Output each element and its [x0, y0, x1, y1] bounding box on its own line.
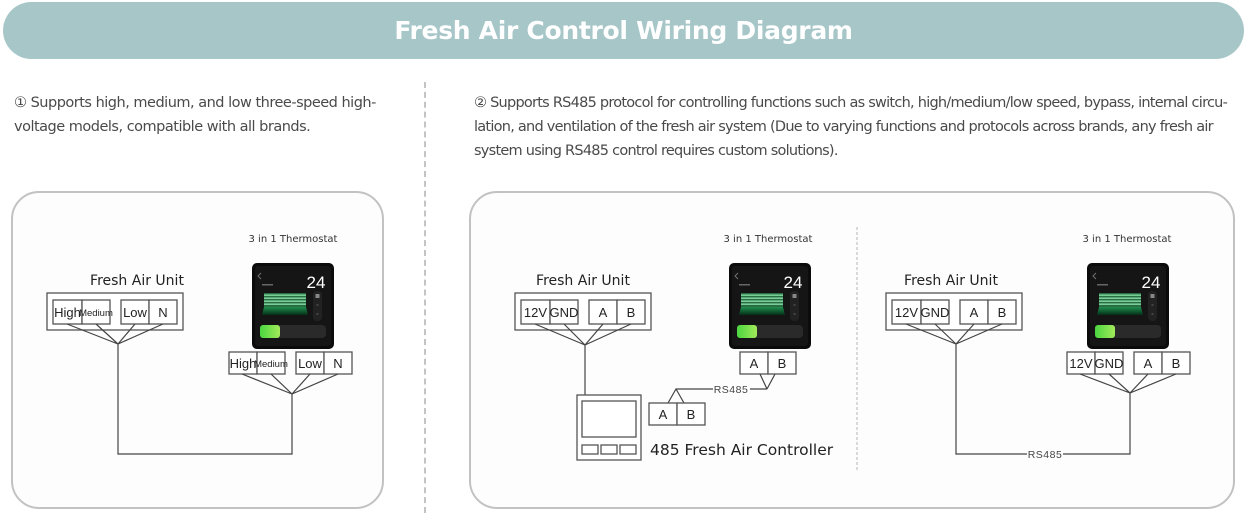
thermostat-temperature: 24	[784, 273, 803, 292]
fresh-air-controller	[576, 394, 642, 461]
unit-wire-fanout	[66, 323, 164, 345]
terminal-label: Low	[298, 356, 322, 371]
thermostat-device: 24	[729, 263, 811, 349]
diagram-high-voltage: Fresh Air Unit High Medium Low N 3 in 1 …	[46, 234, 353, 455]
description-high-voltage: ① Supports high, medium, and low three-s…	[14, 95, 376, 135]
terminal-label: B	[1172, 356, 1181, 371]
terminal-label: A	[659, 407, 668, 422]
terminal-medium	[81, 299, 111, 325]
terminal-b	[987, 299, 1017, 325]
terminal-label: B	[998, 305, 1007, 320]
terminal-label: 12V	[1069, 356, 1092, 371]
fresh-air-unit-label: Fresh Air Unit	[536, 273, 630, 289]
fresh-air-unit-label: Fresh Air Unit	[904, 273, 998, 289]
terminal-gnd	[549, 299, 579, 325]
thermostat-label: 3 in 1 Thermostat	[1083, 234, 1172, 245]
thermostat-label: 3 in 1 Thermostat	[249, 234, 338, 245]
terminal-label: High	[230, 356, 257, 371]
thermostat-terminals: High Medium Low N	[228, 351, 353, 375]
terminal-label: N	[158, 305, 167, 320]
terminal-label: A	[599, 305, 608, 320]
rs485-bus-wire	[667, 388, 713, 404]
diagram-rs485-controller: Fresh Air Unit 12V GND A B 3 in 1 Thermo…	[514, 234, 834, 461]
terminal-gnd	[920, 299, 950, 325]
thermostat-temperature: 24	[1142, 273, 1161, 292]
fan-speed-bar	[260, 325, 280, 338]
terminal-high	[52, 299, 83, 325]
connection-wire	[117, 344, 293, 455]
page-title: Fresh Air Control Wiring Diagram	[394, 16, 853, 45]
terminal-label: Medium	[254, 359, 288, 370]
title-banner: Fresh Air Control Wiring Diagram	[3, 2, 1244, 59]
fresh-air-unit-label: Fresh Air Unit	[90, 273, 184, 289]
terminal-label: N	[333, 356, 342, 371]
terminal-label: 12V	[524, 305, 547, 320]
terminal-label: 12V	[895, 305, 918, 320]
terminal-label: B	[627, 305, 636, 320]
terminal-b	[676, 402, 706, 426]
thermostat-device: 24	[1087, 263, 1169, 349]
controller-label: 485 Fresh Air Controller	[650, 441, 834, 459]
unit-wire-fanout	[905, 323, 1003, 345]
thermostat-device: 24	[252, 263, 334, 349]
terminal-label: GND	[550, 305, 579, 320]
thermostat-wire-fanout	[1079, 373, 1177, 394]
controller-terminals: A B	[648, 402, 706, 426]
thermostat-temperature: 24	[307, 273, 326, 292]
fan-speed-bar	[1095, 325, 1115, 338]
terminal-label: GND	[1095, 356, 1124, 371]
unit-wire-fanout	[534, 323, 632, 395]
section-divider	[424, 82, 426, 513]
terminal-label: A	[970, 305, 979, 320]
terminal-label: GND	[921, 305, 950, 320]
terminal-label: Medium	[79, 308, 113, 319]
thermostat-label: 3 in 1 Thermostat	[724, 234, 813, 245]
thermostat-terminals: 12V GND A B	[1066, 351, 1191, 375]
thermostat-terminals: A B	[739, 351, 797, 375]
terminal-label: A	[1144, 356, 1153, 371]
unit-terminals: 12V GND A B	[520, 299, 646, 325]
thermostat-wire-fanout	[241, 373, 339, 395]
terminal-label: B	[687, 407, 696, 422]
rs485-label: RS485	[714, 384, 749, 396]
terminal-a	[588, 299, 618, 325]
terminal-label: Low	[123, 305, 147, 320]
terminal-label: A	[750, 356, 759, 371]
terminal-low	[120, 299, 150, 325]
unit-terminals: High Medium Low N	[52, 299, 178, 325]
rs485-bus-wire	[955, 344, 1131, 455]
rs485-label: RS485	[1028, 449, 1063, 461]
terminal-label: B	[778, 356, 787, 371]
thermostat-wire-fanout	[750, 373, 776, 390]
panel-high-voltage	[11, 191, 384, 509]
terminal-label: High	[54, 305, 81, 320]
terminal-b	[767, 351, 797, 375]
terminal-12v	[891, 299, 922, 325]
description-rs485: ② Supports RS485 protocol for controllin…	[474, 95, 1228, 159]
diagram-rs485-direct: Fresh Air Unit 12V GND A B 3 in 1 Thermo…	[885, 234, 1191, 461]
terminal-b	[616, 299, 646, 325]
fan-speed-bar	[737, 325, 757, 338]
